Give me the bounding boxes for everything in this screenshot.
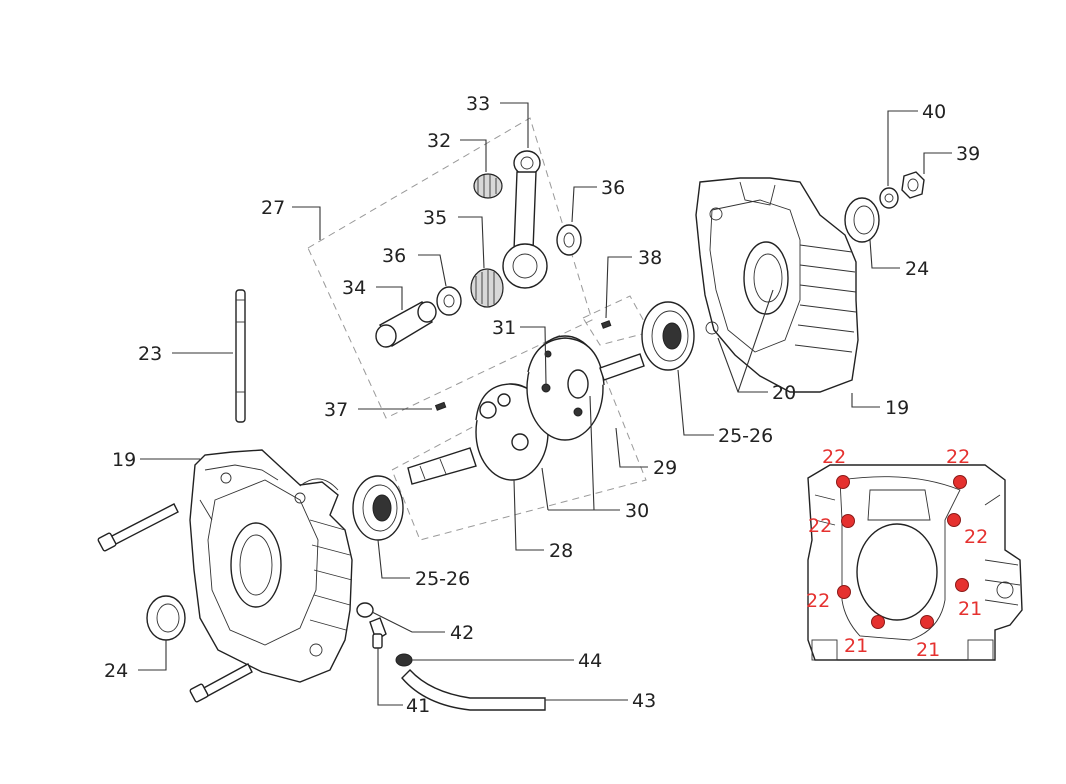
- bolt-21-bottom-left-marker: [871, 615, 885, 629]
- label-41: 41: [406, 695, 430, 717]
- crankshaft-part-28: [407, 383, 549, 485]
- oil-seal-part-24-left: [146, 595, 186, 641]
- label-25-26-left: 25-26: [415, 568, 470, 590]
- label-34: 34: [342, 277, 366, 299]
- piston-pin-part-34: [375, 301, 437, 348]
- conrod-part-33: [502, 150, 548, 289]
- key-part-38: [600, 320, 612, 329]
- thrust-washer-part-36-left: [436, 286, 462, 316]
- bolt-21-right-marker: [955, 578, 969, 592]
- bolt-22-top-left-marker: [836, 475, 850, 489]
- bolt-lower-left: [189, 663, 253, 703]
- label-21-right: 21: [958, 598, 982, 620]
- stud-part-23: [235, 289, 246, 423]
- bearing-part-25-26-right: [641, 301, 695, 371]
- label-39: 39: [956, 143, 980, 165]
- conrod-kit-group-outline: [307, 117, 593, 419]
- bolt-22-top-right-marker: [953, 475, 967, 489]
- label-24-left: 24: [104, 660, 128, 682]
- label-40: 40: [922, 101, 946, 123]
- label-22-mid-left: 22: [808, 515, 832, 537]
- left-crankcase-part-19: [189, 449, 353, 683]
- bearing-part-25-26-left: [352, 475, 404, 541]
- hose-part-43: [401, 668, 546, 711]
- label-43: 43: [632, 690, 656, 712]
- flywheel-part-29: [526, 335, 605, 441]
- woodruff-key-group-outline: [582, 295, 651, 346]
- label-44: 44: [578, 650, 602, 672]
- fitting-part-41: [369, 617, 387, 649]
- oil-seal-part-24-right: [844, 197, 880, 243]
- label-32: 32: [427, 130, 451, 152]
- label-42: 42: [450, 622, 474, 644]
- label-28: 28: [549, 540, 573, 562]
- label-20: 20: [772, 382, 796, 404]
- nut-part-39: [901, 171, 925, 199]
- crankshaft-group-outline: [391, 359, 647, 541]
- label-19-right: 19: [885, 397, 909, 419]
- bolt-upper-left: [97, 503, 179, 552]
- clip-part-44: [395, 653, 413, 667]
- label-24-right: 24: [905, 258, 929, 280]
- label-23: 23: [138, 343, 162, 365]
- label-31: 31: [492, 317, 516, 339]
- label-21-bottom-right: 21: [916, 639, 940, 661]
- label-36-right: 36: [601, 177, 625, 199]
- needle-bearing-part-35: [470, 268, 504, 308]
- right-crankcase-part-19: [695, 177, 859, 393]
- bolt-22-mid-right-marker: [947, 513, 961, 527]
- label-38: 38: [638, 247, 662, 269]
- thrust-washer-part-36-right: [556, 224, 582, 256]
- label-19-left: 19: [112, 449, 136, 471]
- label-22-lower-left: 22: [806, 590, 830, 612]
- label-37: 37: [324, 399, 348, 421]
- washer-part-40: [879, 187, 899, 209]
- needle-bearing-part-32: [473, 173, 503, 199]
- label-30: 30: [625, 500, 649, 522]
- label-27: 27: [261, 197, 285, 219]
- label-22-top-left: 22: [822, 446, 846, 468]
- bolt-21-bottom-right-marker: [920, 615, 934, 629]
- washer-part-42: [356, 602, 374, 618]
- inset-crankcase-view: [807, 464, 1023, 661]
- label-35: 35: [423, 207, 447, 229]
- label-21-bottom-left: 21: [844, 635, 868, 657]
- bolt-22-mid-left-marker: [841, 514, 855, 528]
- key-part-37: [434, 401, 447, 411]
- crankshaft-right-end: [599, 353, 645, 381]
- label-36-left: 36: [382, 245, 406, 267]
- leader-lines: [138, 102, 952, 706]
- label-25-26-right: 25-26: [718, 425, 773, 447]
- label-33: 33: [466, 93, 490, 115]
- label-22-top-right: 22: [946, 446, 970, 468]
- bolt-22-lower-left-marker: [837, 585, 851, 599]
- label-29: 29: [653, 457, 677, 479]
- label-22-mid-right: 22: [964, 526, 988, 548]
